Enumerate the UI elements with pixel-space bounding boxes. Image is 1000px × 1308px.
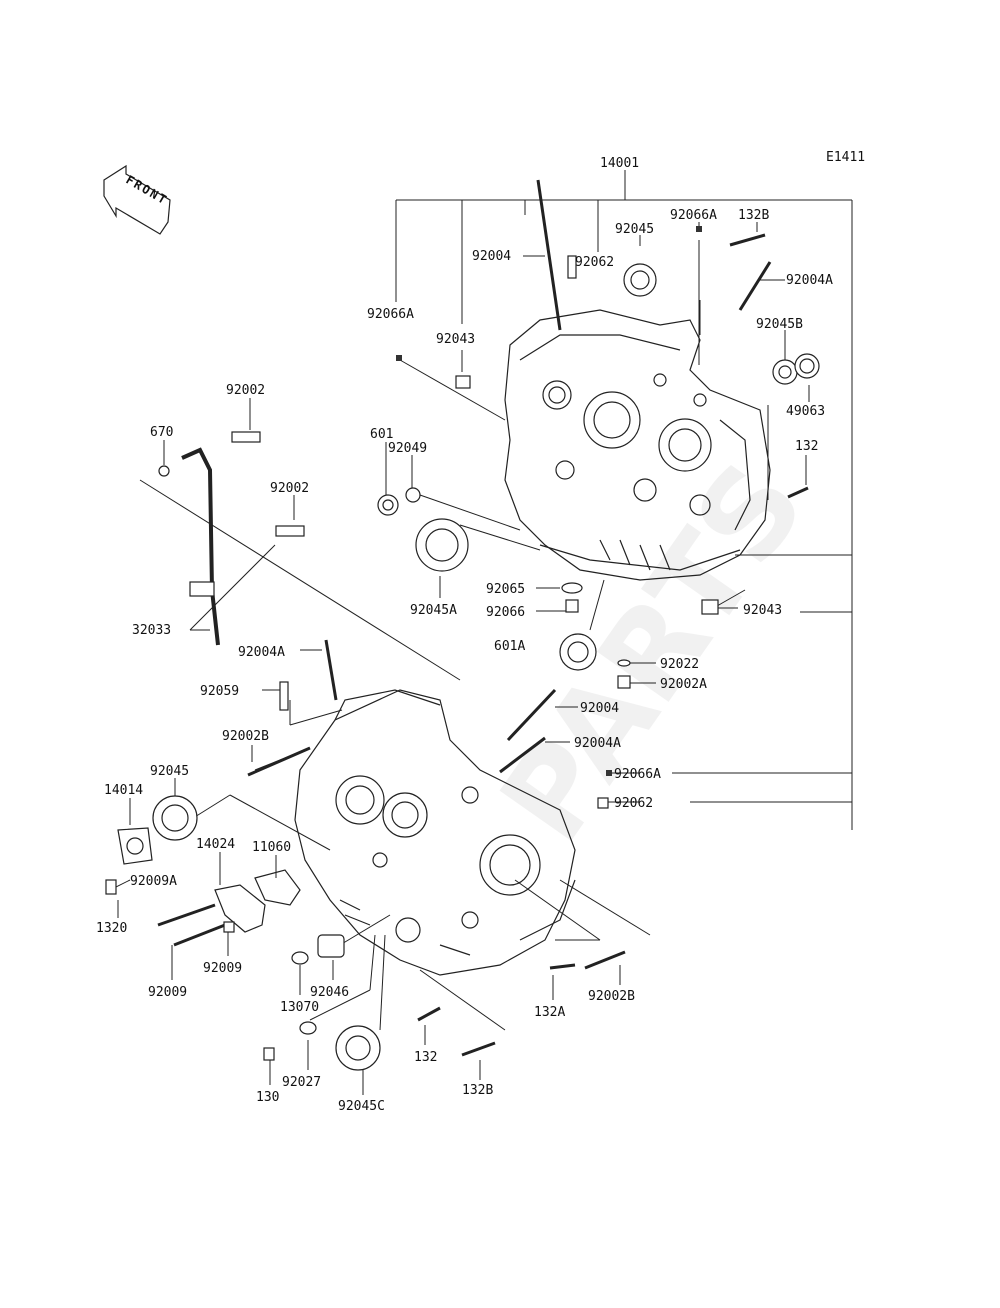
label-32033: 32033 bbox=[132, 623, 171, 638]
label-14001: 14001 bbox=[600, 156, 639, 171]
label-92045-top: 92045 bbox=[615, 222, 654, 237]
label-132B-low: 132B bbox=[462, 1083, 493, 1098]
label-92043-right: 92043 bbox=[743, 603, 782, 618]
label-92002B-left: 92002B bbox=[222, 729, 269, 744]
label-130: 130 bbox=[256, 1090, 279, 1105]
label-14024: 14024 bbox=[196, 837, 235, 852]
small-parts bbox=[105, 179, 820, 1071]
front-arrow-icon: FRONT bbox=[103, 164, 171, 235]
label-92045C: 92045C bbox=[338, 1099, 385, 1114]
label-13070: 13070 bbox=[280, 1000, 319, 1015]
label-132-right: 132 bbox=[795, 439, 818, 454]
label-601A: 601A bbox=[494, 639, 525, 654]
label-92009A: 92009A bbox=[130, 874, 177, 889]
label-92004A-mid: 92004A bbox=[238, 645, 285, 660]
label-92009-b: 92009 bbox=[148, 985, 187, 1000]
label-92002-b: 92002 bbox=[270, 481, 309, 496]
label-132B-top: 132B bbox=[738, 208, 769, 223]
label-92062-top: 92062 bbox=[575, 255, 614, 270]
label-49063: 49063 bbox=[786, 404, 825, 419]
label-92027: 92027 bbox=[282, 1075, 321, 1090]
label-92045A: 92045A bbox=[410, 603, 457, 618]
upper-crankcase-half bbox=[504, 309, 771, 581]
label-92045B: 92045B bbox=[756, 317, 803, 332]
label-1320: 1320 bbox=[96, 921, 127, 936]
label-92049: 92049 bbox=[388, 441, 427, 456]
label-92062-low: 92062 bbox=[614, 796, 653, 811]
label-92066A-low: 92066A bbox=[614, 767, 661, 782]
label-92004A-right: 92004A bbox=[786, 273, 833, 288]
label-92043-left: 92043 bbox=[436, 332, 475, 347]
label-92002-a: 92002 bbox=[226, 383, 265, 398]
label-92009-a: 92009 bbox=[203, 961, 242, 976]
part-labels: 14001 92066A 132B 92045 92004 92062 9200… bbox=[96, 156, 833, 1114]
label-92066A-top: 92066A bbox=[670, 208, 717, 223]
label-92066A-left: 92066A bbox=[367, 307, 414, 322]
label-92002B-right: 92002B bbox=[588, 989, 635, 1004]
label-92066: 92066 bbox=[486, 605, 525, 620]
label-670: 670 bbox=[150, 425, 173, 440]
lower-crankcase-half bbox=[294, 689, 576, 976]
label-92004-top: 92004 bbox=[472, 249, 511, 264]
label-92059: 92059 bbox=[200, 684, 239, 699]
label-92022: 92022 bbox=[660, 657, 699, 672]
label-92045-low: 92045 bbox=[150, 764, 189, 779]
figure-code: E1411 bbox=[826, 150, 865, 165]
label-11060: 11060 bbox=[252, 840, 291, 855]
label-92004-mid: 92004 bbox=[580, 701, 619, 716]
label-132A: 132A bbox=[534, 1005, 565, 1020]
label-132-low: 132 bbox=[414, 1050, 437, 1065]
label-92046: 92046 bbox=[310, 985, 349, 1000]
label-92004A-low: 92004A bbox=[574, 736, 621, 751]
label-92065: 92065 bbox=[486, 582, 525, 597]
label-14014: 14014 bbox=[104, 783, 143, 798]
leader-lines bbox=[109, 170, 853, 1095]
label-601: 601 bbox=[370, 427, 393, 442]
label-92002A: 92002A bbox=[660, 677, 707, 692]
